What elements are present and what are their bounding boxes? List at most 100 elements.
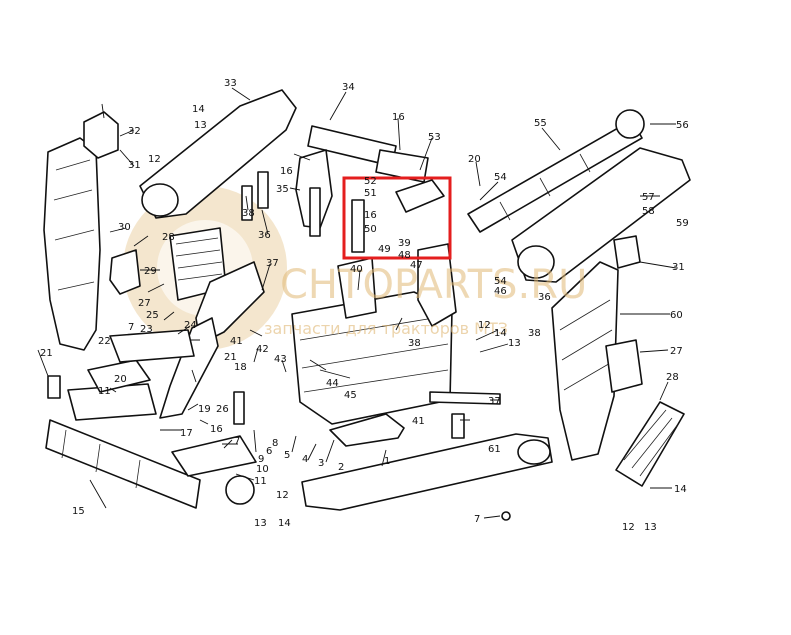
callout-54-a: 54 bbox=[494, 172, 507, 183]
callout-16-a: 16 bbox=[392, 112, 405, 123]
callout-49: 49 bbox=[378, 244, 391, 255]
callout-6: 6 bbox=[266, 446, 272, 457]
callout-39: 39 bbox=[398, 238, 411, 249]
callout-13-c: 13 bbox=[254, 518, 267, 529]
callout-31-a: 31 bbox=[128, 160, 141, 171]
callout-52: 52 bbox=[364, 176, 377, 187]
part-2-rod bbox=[329, 413, 405, 447]
callout-8: 8 bbox=[272, 438, 278, 449]
callout-2: 2 bbox=[338, 462, 344, 473]
callout-26: 26 bbox=[216, 404, 229, 415]
part-27-block bbox=[605, 339, 643, 393]
callout-20-a: 20 bbox=[468, 154, 481, 165]
callout-45: 45 bbox=[344, 390, 357, 401]
callout-28-a: 28 bbox=[162, 232, 175, 243]
callout-14-b: 14 bbox=[494, 328, 507, 339]
part-15-hatch bbox=[61, 429, 141, 489]
callout-36-a: 36 bbox=[258, 230, 271, 241]
part-53-pin bbox=[395, 179, 445, 213]
callout-21-b: 21 bbox=[224, 352, 237, 363]
callout-4: 4 bbox=[302, 454, 308, 465]
part-26-pin bbox=[233, 391, 245, 425]
part-28-hatch bbox=[175, 237, 223, 281]
highlight-box bbox=[342, 176, 452, 260]
callout-16-b: 16 bbox=[280, 166, 293, 177]
callout-47: 47 bbox=[410, 260, 423, 271]
callout-42: 42 bbox=[256, 344, 269, 355]
callout-36-b: 36 bbox=[538, 292, 551, 303]
callout-11-b: 11 bbox=[254, 476, 267, 487]
callout-59: 59 bbox=[676, 218, 689, 229]
callout-12-a: 12 bbox=[148, 154, 161, 165]
callout-61: 61 bbox=[488, 444, 501, 455]
part-40-lever bbox=[337, 257, 377, 319]
callout-18: 18 bbox=[234, 362, 247, 373]
callout-24: 24 bbox=[184, 320, 197, 331]
part-60-bracket bbox=[551, 261, 619, 461]
callout-35: 35 bbox=[276, 184, 289, 195]
part-30-bracket bbox=[43, 137, 101, 351]
part-59-arm bbox=[511, 147, 691, 283]
part-61-pin bbox=[451, 413, 465, 439]
callout-32: 32 bbox=[128, 126, 141, 137]
callout-44: 44 bbox=[326, 378, 339, 389]
callout-53: 53 bbox=[428, 132, 441, 143]
part-15-tube bbox=[45, 419, 201, 509]
callout-20-b: 20 bbox=[114, 374, 127, 385]
callout-43: 43 bbox=[274, 354, 287, 365]
callout-51: 51 bbox=[364, 188, 377, 199]
callout-14-c: 14 bbox=[278, 518, 291, 529]
callout-33: 33 bbox=[224, 78, 237, 89]
callout-38-c: 38 bbox=[528, 328, 541, 339]
callout-25: 25 bbox=[146, 310, 159, 321]
part-21-pin bbox=[47, 375, 61, 399]
callout-31-b: 31 bbox=[672, 262, 685, 273]
callout-21-a: 21 bbox=[40, 348, 53, 359]
leader-lines bbox=[37, 87, 677, 519]
part-60-detail bbox=[559, 299, 613, 391]
callout-1: 1 bbox=[384, 456, 390, 467]
callout-41-b: 41 bbox=[412, 416, 425, 427]
part-45-housing-detail bbox=[299, 315, 449, 393]
part-55-detail bbox=[499, 153, 591, 221]
part-22-bracket bbox=[109, 329, 195, 363]
callout-27-a: 27 bbox=[138, 298, 151, 309]
callout-17: 17 bbox=[180, 428, 193, 439]
callout-22: 22 bbox=[98, 336, 111, 347]
callout-9: 9 bbox=[258, 454, 264, 465]
part-28-right-hatch bbox=[623, 409, 679, 477]
part-36-pin bbox=[257, 171, 269, 209]
callout-5: 5 bbox=[284, 450, 290, 461]
part-11-link bbox=[87, 359, 151, 393]
callout-60: 60 bbox=[670, 310, 683, 321]
callout-38-b: 38 bbox=[408, 338, 421, 349]
callout-34: 34 bbox=[342, 82, 355, 93]
callout-57: 57 bbox=[642, 192, 655, 203]
callout-12-d: 12 bbox=[622, 522, 635, 533]
callout-29: 29 bbox=[144, 266, 157, 277]
callout-54-b: 54 bbox=[494, 276, 507, 287]
watermark-tagline: запчасти для тракторов МТЗ bbox=[264, 319, 508, 338]
callout-40: 40 bbox=[350, 264, 363, 275]
callout-numbers: 1 2 3 4 5 6 7 7 7 8 9 10 11 11 12 12 12 … bbox=[40, 78, 689, 533]
part-9-ring bbox=[225, 475, 255, 505]
callout-56: 56 bbox=[676, 120, 689, 131]
part-49-pin bbox=[351, 199, 365, 253]
part-30-detail bbox=[53, 159, 95, 291]
callout-3: 3 bbox=[318, 458, 324, 469]
callout-13-a: 13 bbox=[194, 120, 207, 131]
callout-7-a: 7 bbox=[234, 436, 240, 447]
part-33-eye bbox=[141, 183, 179, 217]
callout-46: 46 bbox=[494, 286, 507, 297]
callout-58: 58 bbox=[642, 206, 655, 217]
part-35-pin bbox=[309, 187, 321, 237]
callout-12-b: 12 bbox=[478, 320, 491, 331]
part-32-block bbox=[83, 111, 119, 159]
part-56-eye bbox=[615, 109, 645, 139]
callout-28-b: 28 bbox=[666, 372, 679, 383]
callout-16-d: 16 bbox=[210, 424, 223, 435]
callout-11-a: 11 bbox=[98, 386, 111, 397]
callout-16-c: 16 bbox=[364, 210, 377, 221]
part-33-arm bbox=[139, 89, 297, 219]
callout-41-a: 41 bbox=[230, 336, 243, 347]
